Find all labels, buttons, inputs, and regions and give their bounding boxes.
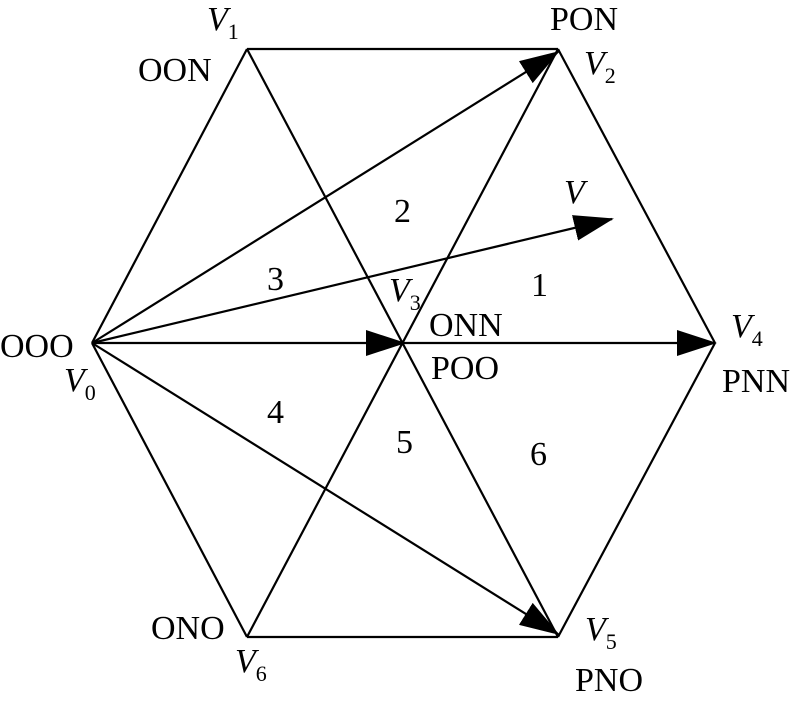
vector-v0-v	[91, 215, 614, 345]
label-v2: V2	[584, 45, 616, 88]
edge-v0-v1	[91, 48, 248, 344]
state-v0: OOO	[0, 328, 74, 365]
state-v3-top: ONN	[429, 307, 503, 344]
region-1: 1	[531, 267, 548, 304]
region-3: 3	[267, 261, 284, 298]
label-v0: V0	[64, 362, 96, 405]
state-v2: PON	[550, 1, 618, 38]
hexagon-outline	[91, 47, 716, 639]
label-v6: V6	[235, 643, 267, 686]
edge-v4-v5	[557, 342, 716, 638]
vector-v0-v2	[91, 50, 560, 344]
label-v1: V1	[207, 1, 239, 44]
vector-v0-v5	[91, 342, 560, 636]
label-v5: V5	[585, 611, 617, 654]
state-v3-bottom: POO	[431, 350, 499, 387]
state-v4: PNN	[722, 363, 790, 400]
vectors	[91, 50, 717, 636]
region-5: 5	[396, 424, 413, 461]
state-v1: OON	[138, 52, 212, 89]
label-reference-v: V	[564, 174, 589, 211]
state-v6: ONO	[151, 610, 225, 647]
region-4: 4	[267, 394, 284, 431]
state-v5: PNO	[575, 662, 643, 699]
edge-v6-v0	[91, 342, 248, 638]
edge-v2-v4	[557, 48, 716, 344]
label-v3: V3	[389, 272, 421, 315]
region-2: 2	[394, 193, 411, 230]
label-v4: V4	[731, 308, 763, 351]
region-6: 6	[530, 436, 547, 473]
